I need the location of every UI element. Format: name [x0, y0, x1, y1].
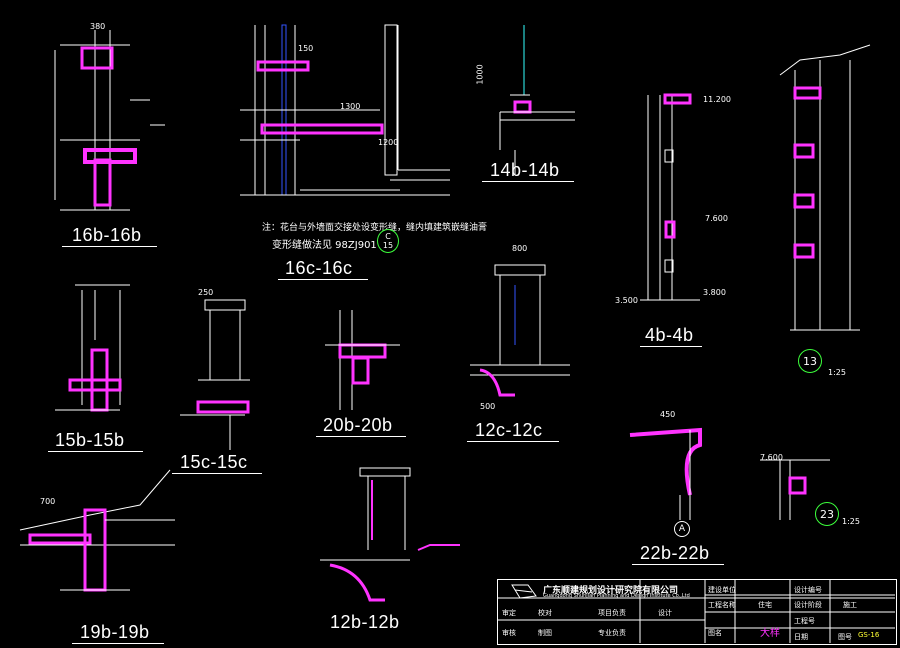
detail-14b: [499, 25, 575, 175]
ref-circle-c15: C 15: [377, 229, 399, 253]
title-block: 广东顺建规划设计研究院有限公司 Guangdong Shunjian Plann…: [497, 579, 897, 645]
dim-700: 700: [40, 497, 56, 506]
label-12c: 12c-12c: [475, 420, 543, 440]
detail-circle-23: 23: [815, 502, 839, 526]
detail-20b: [325, 310, 400, 410]
field-date: 日期: [794, 633, 808, 641]
detail-13: [779, 44, 871, 331]
detail-16c: [240, 24, 450, 196]
field-draw: 制图: [538, 629, 552, 637]
field-job-no: 工程号: [794, 617, 815, 625]
dim-1300: 1300: [340, 102, 361, 111]
dim-500: 500: [480, 402, 496, 411]
label-19b: 19b-19b: [80, 622, 150, 642]
label-15c-underline: [172, 473, 262, 474]
detail-22b: [629, 427, 702, 520]
label-16c-underline: [278, 279, 368, 280]
ref-bottom: 15: [382, 241, 394, 250]
label-4b: 4b-4b: [645, 325, 694, 345]
label-15b-underline: [48, 451, 143, 452]
label-15b: 15b-15b: [55, 430, 125, 450]
dim-800: 800: [512, 244, 528, 253]
detail-12b: [320, 467, 460, 602]
label-16b-underline: [62, 246, 157, 247]
field-review: 审核: [502, 629, 516, 637]
label-16b: 16b-16b: [72, 225, 142, 245]
dim-150: 150: [298, 44, 314, 53]
dim-3800: 3.800: [703, 288, 726, 297]
label-19b-underline: [72, 643, 164, 644]
detail-circle-13: 13: [798, 349, 822, 373]
label-12b: 12b-12b: [330, 612, 400, 632]
field-sheet-no: 图号: [838, 633, 852, 641]
sheet-number: GS-16: [858, 631, 880, 639]
detail-19b: [19, 469, 175, 592]
dim-7600b: 7.600: [760, 453, 783, 462]
note-line-1: 注：花台与外墙面交接处设变形缝，缝内填建筑嵌缝油膏: [262, 223, 488, 233]
detail-15c: [180, 299, 250, 450]
field-discipline-lead: 专业负责: [598, 629, 626, 637]
note-line-2: 变形缝做法见 98ZJ901: [272, 240, 377, 251]
field-project-lead: 项目负责: [598, 609, 626, 617]
detail-12c: [470, 264, 570, 397]
ref-top: C: [385, 232, 391, 241]
field-design: 设计: [658, 609, 672, 617]
label-14b-underline: [482, 181, 574, 182]
field-design-stage: 设计阶段: [794, 601, 822, 609]
sheet-name: 大样: [760, 628, 780, 639]
label-16c: 16c-16c: [285, 258, 353, 278]
field-approve: 审定: [502, 609, 516, 617]
field-design-no: 设计编号: [794, 586, 822, 594]
company-name-en: Guangdong Shunjian Planning and Design I…: [543, 593, 690, 599]
field-project: 工程名称: [708, 601, 736, 609]
dim-250: 250: [198, 288, 214, 297]
label-4b-underline: [640, 346, 702, 347]
label-22b: 22b-22b: [640, 543, 710, 563]
detail-circle-A: A: [674, 521, 690, 537]
label-20b-underline: [316, 436, 406, 437]
scale-13: 1:25: [828, 368, 846, 377]
dim-7600: 7.600: [705, 214, 728, 223]
dim-3500: 3.500: [615, 296, 638, 305]
detail-4b: [640, 93, 700, 301]
field-drawing-title: 图名: [708, 629, 722, 637]
field-check: 校对: [538, 609, 552, 617]
dim-1000: 1000: [475, 64, 485, 85]
label-22b-underline: [632, 564, 724, 565]
detail-15b: [55, 284, 130, 412]
dim-1200: 1200: [378, 138, 399, 147]
label-20b: 20b-20b: [323, 415, 393, 435]
title-block-lines: [497, 579, 895, 643]
field-project-value: 住宅: [758, 601, 772, 609]
dim-450: 450: [660, 410, 676, 419]
dim-380: 380: [90, 22, 106, 31]
detail-16b: [54, 30, 165, 211]
detail-23: [760, 459, 830, 520]
dim-11200: 11.200: [703, 95, 731, 104]
scale-23: 1:25: [842, 517, 860, 526]
field-client: 建设单位: [708, 586, 736, 594]
label-15c: 15c-15c: [180, 452, 248, 472]
company-logo: [511, 584, 537, 599]
field-design-stage-value: 施工: [843, 601, 857, 609]
label-12c-underline: [467, 441, 559, 442]
company-name-cn: 广东顺建规划设计研究院有限公司: [543, 586, 679, 596]
label-14b: 14b-14b: [490, 160, 560, 180]
